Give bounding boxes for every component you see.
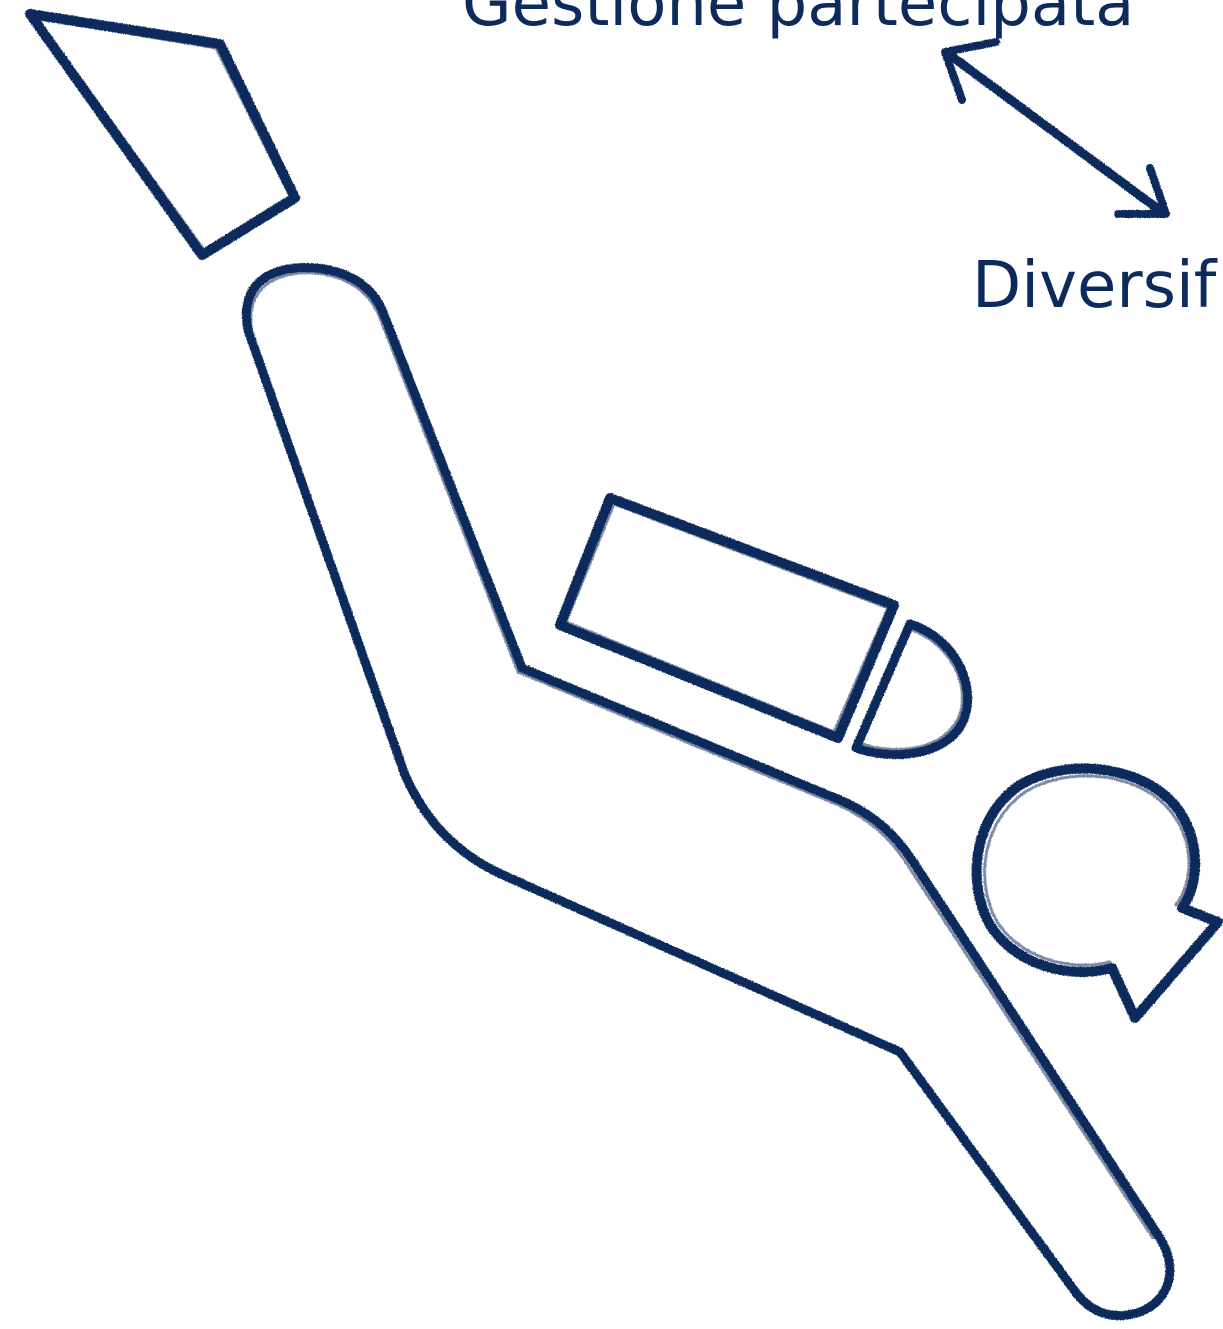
- notched-circle-shape: [977, 769, 1218, 1018]
- body-outline: [246, 267, 1170, 1315]
- double-arrow-icon: [945, 42, 1166, 214]
- head-shape: [30, 14, 295, 255]
